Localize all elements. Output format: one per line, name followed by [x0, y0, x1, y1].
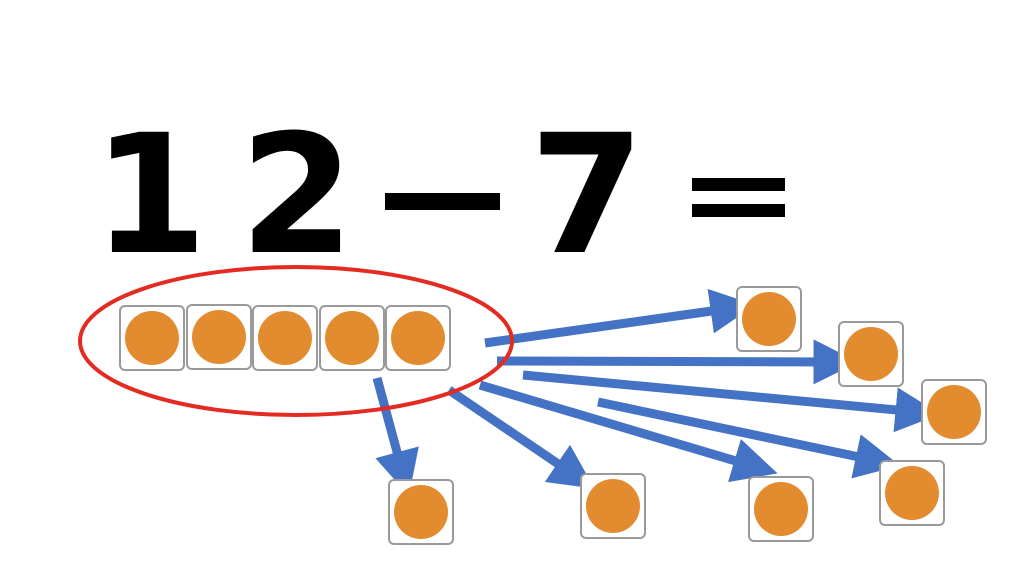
orange-counter — [325, 311, 379, 365]
digit-two: 2 — [240, 99, 355, 291]
moved-counter-tile — [748, 476, 814, 542]
moved-counter-tile — [921, 379, 987, 445]
orange-counter — [391, 311, 445, 365]
arrow — [496, 339, 859, 385]
orange-counter — [742, 292, 796, 346]
arrow — [478, 380, 778, 483]
moved-counter-tile — [388, 479, 454, 545]
tiles — [119, 286, 987, 545]
grouped-counter-tile — [119, 305, 185, 371]
moved-counter-tile — [580, 473, 646, 539]
equals-sign-top — [692, 178, 785, 191]
arrow — [372, 376, 419, 496]
arrows — [372, 288, 941, 496]
moved-counter-tile — [879, 460, 945, 526]
orange-counter — [192, 310, 246, 364]
orange-counter — [258, 311, 312, 365]
orange-counter — [844, 327, 898, 381]
digit-seven: 7 — [530, 99, 645, 291]
arrow — [446, 386, 595, 489]
orange-counter — [885, 466, 939, 520]
group-ellipse — [78, 265, 514, 417]
orange-counter — [586, 479, 640, 533]
grouped-counter-tile — [252, 305, 318, 371]
arrow — [484, 288, 756, 348]
moved-counter-tile — [838, 321, 904, 387]
orange-counter — [394, 485, 448, 539]
orange-counter — [125, 311, 179, 365]
grouped-counter-tile — [186, 304, 252, 370]
digit-one: 1 — [93, 99, 208, 291]
equation: 1 2 7 — [93, 99, 785, 291]
arrow — [597, 397, 901, 479]
moved-counter-tile — [736, 286, 802, 352]
minus-sign — [385, 193, 500, 210]
grouped-counter-tile — [385, 305, 451, 371]
equals-sign-bottom — [692, 204, 785, 217]
orange-counter — [754, 482, 808, 536]
arrow — [522, 370, 941, 433]
orange-counter — [927, 385, 981, 439]
grouped-counter-tile — [319, 305, 385, 371]
